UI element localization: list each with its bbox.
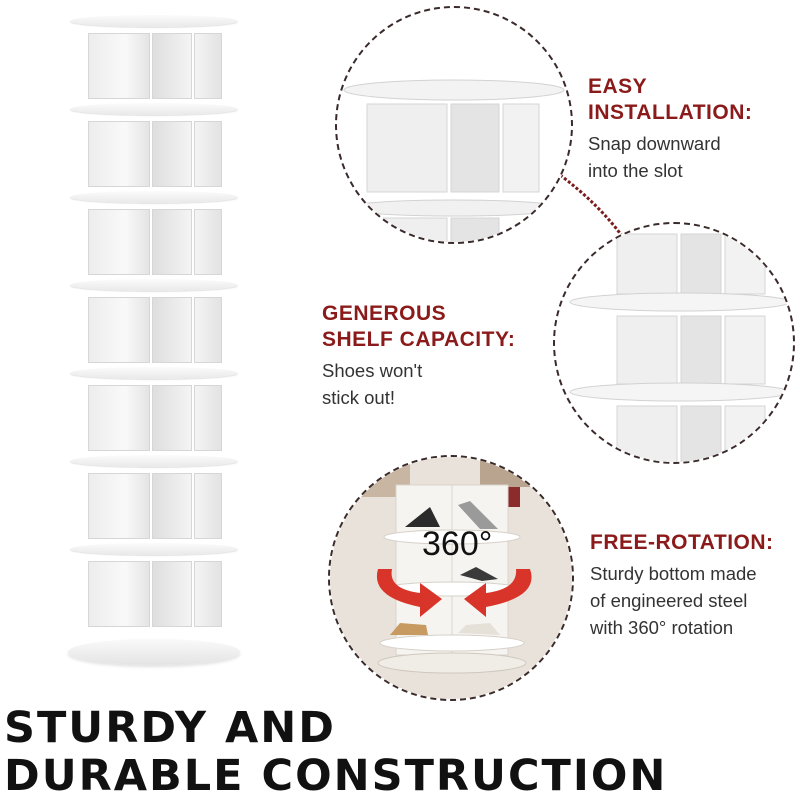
shelf-compartment bbox=[88, 561, 223, 627]
divider-panel bbox=[88, 121, 150, 187]
divider-panel bbox=[152, 561, 192, 627]
divider-panel bbox=[194, 297, 222, 363]
divider-panel bbox=[88, 385, 150, 451]
free-rotation-title: FREE-ROTATION: bbox=[590, 531, 774, 554]
rotation-360-badge: 360° bbox=[422, 525, 493, 563]
divider-panel bbox=[88, 209, 150, 275]
shelf-capacity-feature: GENEROUS SHELF CAPACITY: Shoes won't sti… bbox=[322, 301, 547, 411]
divider-panel bbox=[194, 473, 222, 539]
shelf-compartment bbox=[88, 473, 223, 539]
easy-installation-title: EASY INSTALLATION: bbox=[588, 75, 753, 124]
divider-panel bbox=[194, 561, 222, 627]
sturdy-durable-headline: STURDY AND DURABLE CONSTRUCTION bbox=[4, 703, 668, 801]
free-rotation-feature: FREE-ROTATION: Sturdy bottom made of eng… bbox=[590, 530, 798, 641]
shelf-compartment bbox=[88, 385, 223, 451]
shelf-disc bbox=[70, 103, 238, 115]
shelf-capacity-detail-bubble bbox=[553, 222, 795, 464]
easy-installation-feature: EASY INSTALLATION: Snap downward into th… bbox=[588, 74, 793, 184]
divider-panel bbox=[152, 121, 192, 187]
divider-panel bbox=[88, 33, 150, 99]
shelf-compartment bbox=[88, 209, 223, 275]
divider-panel bbox=[88, 297, 150, 363]
shelf-disc bbox=[70, 279, 238, 291]
free-rotation-description: Sturdy bottom made of engineered steel w… bbox=[590, 563, 757, 638]
rotating-shoe-tower-image bbox=[60, 15, 250, 675]
divider-panel bbox=[194, 33, 222, 99]
rotation-detail-bubble: 360° bbox=[328, 455, 574, 701]
shelf-disc bbox=[70, 367, 238, 379]
tower-base bbox=[68, 639, 240, 665]
divider-panel bbox=[88, 561, 150, 627]
shelf-compartment bbox=[88, 33, 223, 99]
shelf-disc bbox=[70, 455, 238, 467]
shelf-compartment bbox=[88, 121, 223, 187]
divider-panel bbox=[152, 33, 192, 99]
shelf-capacity-description: Shoes won't stick out! bbox=[322, 360, 423, 408]
divider-panel bbox=[194, 121, 222, 187]
divider-panel bbox=[152, 473, 192, 539]
divider-panel bbox=[152, 209, 192, 275]
installation-detail-bubble bbox=[335, 6, 573, 244]
divider-panel bbox=[194, 209, 222, 275]
shelf-disc bbox=[70, 191, 238, 203]
divider-panel bbox=[88, 473, 150, 539]
shelf-capacity-title: GENEROUS SHELF CAPACITY: bbox=[322, 302, 516, 351]
divider-panel bbox=[194, 385, 222, 451]
shelf-compartment bbox=[88, 297, 223, 363]
divider-panel bbox=[152, 297, 192, 363]
easy-installation-description: Snap downward into the slot bbox=[588, 133, 721, 181]
shelf-disc bbox=[70, 15, 238, 27]
shelf-disc bbox=[70, 543, 238, 555]
divider-panel bbox=[152, 385, 192, 451]
